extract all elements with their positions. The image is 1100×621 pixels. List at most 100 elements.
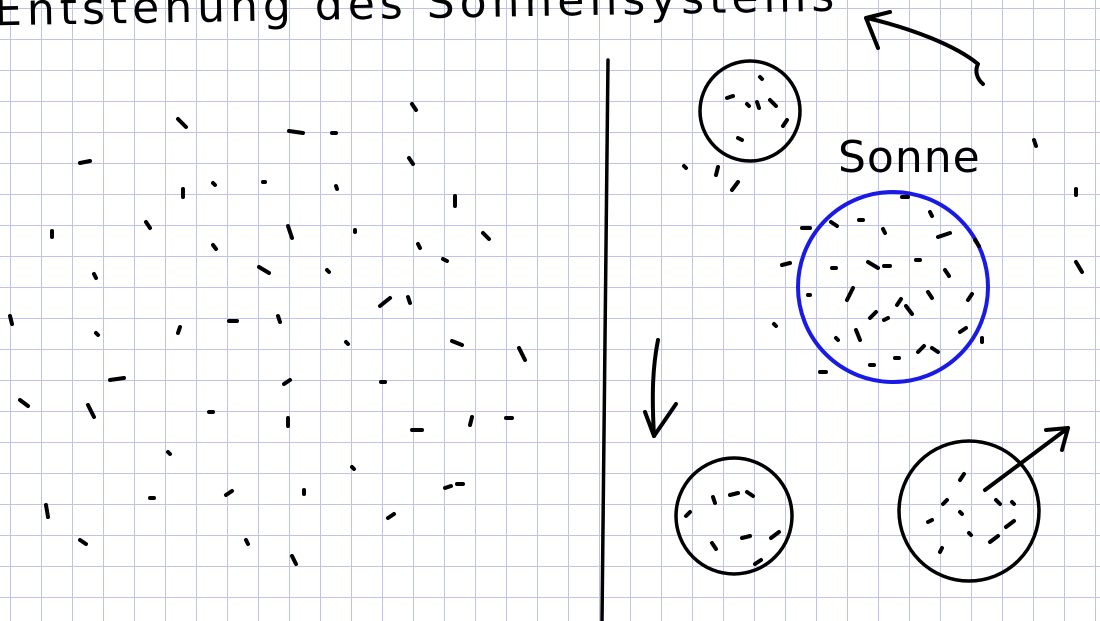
- dust-particle: [960, 512, 962, 514]
- dust-particle: [246, 540, 248, 544]
- dust-particle: [1034, 140, 1036, 146]
- cluster-circle-bottom-left: [676, 458, 792, 574]
- dust-particle: [96, 333, 98, 335]
- dust-particle: [346, 342, 348, 344]
- dust-particle: [856, 330, 860, 340]
- dust-particle: [940, 548, 942, 552]
- dust-particle: [747, 492, 753, 496]
- dust-particle: [336, 186, 337, 189]
- dust-particle: [168, 452, 170, 454]
- dust-particle: [288, 226, 292, 238]
- dust-particle: [738, 138, 742, 140]
- dust-particle: [88, 405, 94, 417]
- dust-particle: [408, 297, 410, 303]
- dust-particle: [259, 267, 269, 273]
- dust-particle: [327, 270, 329, 272]
- dust-particle: [178, 327, 180, 333]
- dust-particle: [847, 288, 853, 300]
- dust-particle: [20, 400, 28, 406]
- dust-particle: [352, 467, 354, 469]
- dust-particle: [1006, 521, 1014, 527]
- dust-particle: [870, 312, 876, 318]
- dust-particle: [686, 512, 690, 516]
- dust-particle: [938, 233, 950, 237]
- dust-particle: [757, 102, 759, 108]
- dust-particle: [470, 417, 472, 425]
- dust-particle: [1012, 502, 1014, 504]
- dust-particle: [110, 378, 124, 380]
- dust-particle: [226, 491, 232, 495]
- dust-particle: [782, 263, 790, 265]
- dust-particle: [716, 167, 718, 175]
- dust-particle: [990, 536, 998, 542]
- dust-particle: [831, 222, 837, 226]
- dust-particle: [412, 104, 416, 110]
- dust-particle: [755, 560, 761, 564]
- dust-particle: [883, 229, 885, 233]
- dust-particle: [932, 348, 938, 352]
- dust-particle: [519, 348, 525, 360]
- dust-particle: [1076, 262, 1082, 272]
- dust-particle: [742, 536, 750, 538]
- dust-particle: [443, 259, 447, 261]
- dust-particle: [292, 556, 296, 564]
- dust-particle: [969, 533, 971, 535]
- dust-particle: [968, 294, 972, 300]
- down-arrow-head: [645, 404, 676, 436]
- dust-particle: [836, 338, 838, 340]
- dust-particle: [380, 298, 390, 306]
- dust-particle: [289, 131, 303, 133]
- dust-particle: [943, 500, 947, 504]
- dust-particle: [80, 540, 86, 544]
- dust-particle: [445, 486, 451, 488]
- dust-particle: [94, 274, 96, 278]
- dust-particle: [996, 500, 1000, 504]
- dust-particle: [684, 166, 686, 168]
- dust-particle: [727, 96, 733, 98]
- dust-particle: [918, 346, 924, 352]
- dust-particle: [409, 158, 413, 164]
- dust-particle: [730, 493, 738, 495]
- dust-particle: [712, 543, 716, 549]
- dust-particle: [178, 119, 186, 127]
- dust-particle: [483, 233, 489, 239]
- dust-particle: [771, 532, 779, 538]
- dust-particle: [732, 182, 738, 190]
- dust-particle: [897, 299, 901, 305]
- dust-particle: [960, 328, 966, 332]
- dust-particle: [884, 318, 888, 320]
- sun-circle: [798, 192, 988, 382]
- dust-particle: [452, 341, 462, 345]
- dust-particle: [928, 520, 932, 522]
- dust-particle: [945, 270, 949, 276]
- curved-arrow-head: [866, 12, 890, 48]
- dust-particle: [906, 306, 912, 314]
- dust-particle: [975, 240, 979, 246]
- dust-particle: [760, 77, 762, 79]
- dust-particle: [388, 514, 394, 518]
- dust-particle: [213, 183, 215, 185]
- diagonal-arrow: [985, 428, 1068, 490]
- dust-particle: [146, 222, 150, 228]
- dust-particle: [774, 324, 776, 326]
- dust-particle: [930, 212, 932, 216]
- dust-particle: [960, 474, 964, 480]
- dust-particle: [868, 262, 878, 268]
- dust-particle: [747, 104, 749, 106]
- cluster-circle-bottom-right: [899, 441, 1039, 581]
- dust-particle: [284, 380, 290, 384]
- dust-particle: [418, 244, 420, 248]
- dust-particle: [783, 120, 787, 126]
- dust-particle: [928, 292, 932, 298]
- dust-particle: [46, 505, 48, 517]
- dust-particle: [713, 497, 715, 503]
- dust-particle: [770, 100, 776, 106]
- cluster-circle-top: [700, 61, 800, 161]
- dust-particle: [10, 316, 12, 324]
- down-arrow: [653, 340, 658, 436]
- curved-arrow: [867, 18, 983, 84]
- dust-particle: [213, 245, 216, 249]
- divider-line: [602, 60, 608, 621]
